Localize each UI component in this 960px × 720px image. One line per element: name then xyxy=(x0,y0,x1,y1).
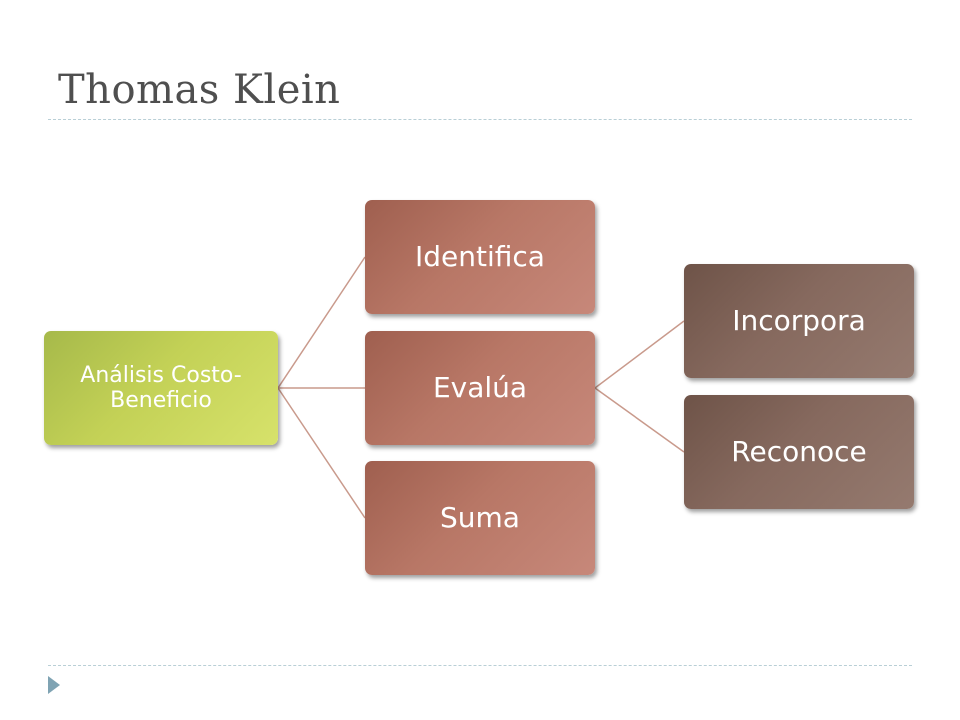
node-label: Suma xyxy=(440,500,520,534)
node-identifica: Identifica xyxy=(365,200,595,314)
node-analisis-costo-beneficio: Análisis Costo-Beneficio xyxy=(44,331,278,445)
node-label: Evalúa xyxy=(432,370,528,404)
node-label: Identifica xyxy=(415,239,545,273)
node-suma: Suma xyxy=(365,461,595,575)
connector-evalua-reconoce xyxy=(594,387,685,453)
node-label: Incorpora xyxy=(732,303,866,337)
connector-evalua-incorpora xyxy=(594,320,685,389)
connector-root-identifica xyxy=(277,256,366,389)
bullet-arrow-icon xyxy=(48,676,60,694)
footer-divider xyxy=(48,665,912,666)
slide-title: Thomas Klein xyxy=(58,67,341,113)
node-label: Reconoce xyxy=(731,434,867,468)
node-reconoce: Reconoce xyxy=(684,395,914,509)
title-divider xyxy=(48,119,912,120)
node-evalua: Evalúa xyxy=(365,331,595,445)
node-label: Análisis Costo-Beneficio xyxy=(80,362,242,413)
connector-root-suma xyxy=(277,387,366,519)
node-incorpora: Incorpora xyxy=(684,264,914,378)
